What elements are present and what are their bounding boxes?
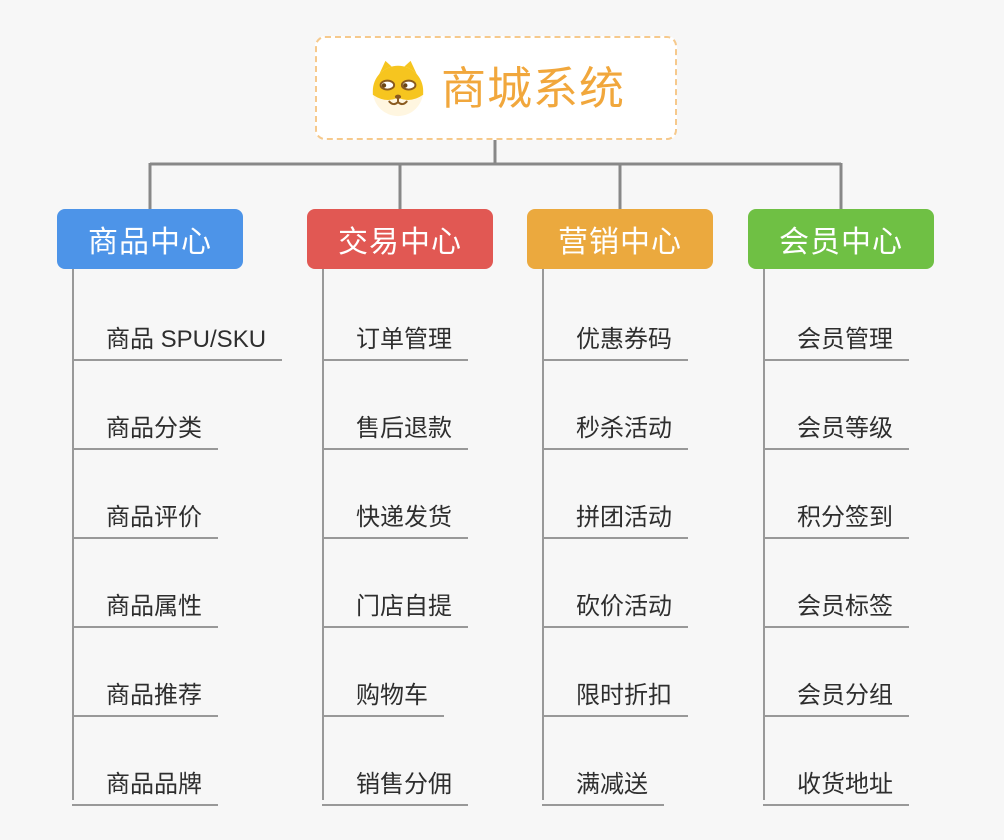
branch-header-member-center[interactable]: 会员中心 [748,209,934,269]
tree-node-label: 会员分组 [797,681,893,709]
tree-node[interactable]: 商品属性 [72,579,218,628]
tree-node-label: 满减送 [576,770,648,798]
tree-node-label: 商品 SPU/SKU [106,325,267,353]
tree-node[interactable]: 商品评价 [72,490,218,539]
branch-header-label: 营销中心 [558,226,682,259]
branch-connector-line [322,269,324,800]
branch-header-marketing-center[interactable]: 营销中心 [527,209,713,269]
tree-node-label: 拼团活动 [576,503,672,531]
root-title: 商城系统 [440,62,625,114]
tree-node-label: 优惠券码 [576,325,672,353]
tree-node-label: 收货地址 [797,770,893,798]
tree-node-label: 秒杀活动 [576,414,672,442]
branch-connector-line [763,269,765,800]
tree-node[interactable]: 会员管理 [763,312,909,361]
tree-node-label: 商品推荐 [106,681,202,709]
tree-node[interactable]: 秒杀活动 [542,401,688,450]
tree-node-label: 商品品牌 [106,770,202,798]
tree-node-label: 售后退款 [356,414,452,442]
tree-node[interactable]: 优惠券码 [542,312,688,361]
shiba-dog-icon [372,60,424,117]
tree-node[interactable]: 购物车 [322,668,444,717]
tree-node[interactable]: 商品 SPU/SKU [72,312,283,361]
tree-node[interactable]: 门店自提 [322,579,468,628]
tree-node[interactable]: 售后退款 [322,401,468,450]
tree-node[interactable]: 商品分类 [72,401,218,450]
tree-node[interactable]: 收货地址 [763,757,909,806]
tree-node-label: 商品评价 [106,503,202,531]
branch-header-label: 交易中心 [338,226,462,259]
branch-connector-line [72,269,74,800]
tree-node-label: 购物车 [356,681,428,709]
tree-node-label: 商品分类 [106,414,202,442]
tree-node-label: 商品属性 [106,592,202,620]
branch-header-label: 商品中心 [88,226,212,259]
tree-node[interactable]: 会员分组 [763,668,909,717]
root-node[interactable]: 商城系统 [315,36,677,140]
tree-node[interactable]: 商品推荐 [72,668,218,717]
tree-node[interactable]: 砍价活动 [542,579,688,628]
branch-connector-line [542,269,544,800]
tree-node-label: 门店自提 [356,592,452,620]
tree-node[interactable]: 商品品牌 [72,757,218,806]
tree-node-label: 订单管理 [356,325,452,353]
tree-node-label: 会员管理 [797,325,893,353]
tree-node-label: 砍价活动 [576,592,672,620]
tree-node-label: 积分签到 [797,503,893,531]
tree-node[interactable]: 快递发货 [322,490,468,539]
tree-node[interactable]: 订单管理 [322,312,468,361]
tree-node[interactable]: 会员等级 [763,401,909,450]
tree-node[interactable]: 积分签到 [763,490,909,539]
branch-header-product-center[interactable]: 商品中心 [57,209,243,269]
tree-node-label: 销售分佣 [356,770,452,798]
tree-node[interactable]: 满减送 [542,757,664,806]
tree-node[interactable]: 会员标签 [763,579,909,628]
tree-node-label: 会员标签 [797,592,893,620]
tree-node-label: 会员等级 [797,414,893,442]
branch-header-label: 会员中心 [779,226,903,259]
tree-node[interactable]: 拼团活动 [542,490,688,539]
tree-node[interactable]: 销售分佣 [322,757,468,806]
tree-node-label: 限时折扣 [576,681,672,709]
tree-node[interactable]: 限时折扣 [542,668,688,717]
branch-header-trade-center[interactable]: 交易中心 [307,209,493,269]
tree-node-label: 快递发货 [356,503,452,531]
